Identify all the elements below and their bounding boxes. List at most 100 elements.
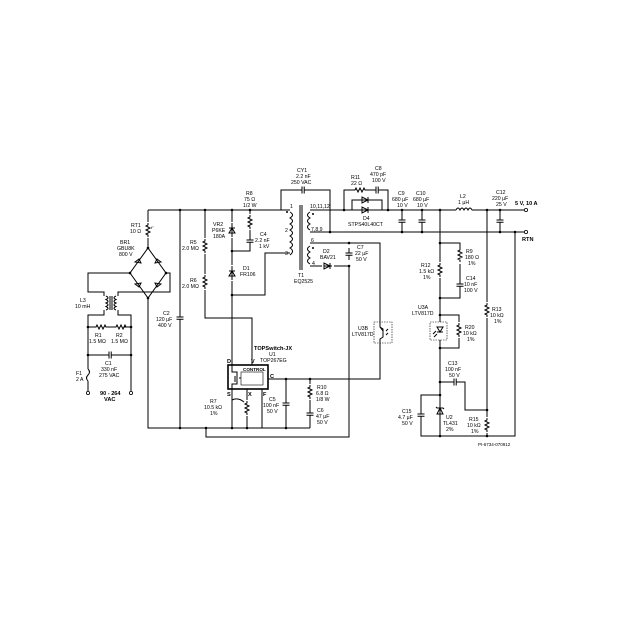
r8-rating: 1/2 W xyxy=(243,203,257,209)
vr2-ref: VR2 xyxy=(213,222,223,228)
l2-value: 1 µH xyxy=(458,200,469,206)
pin-s: S xyxy=(227,392,231,398)
l3-value: 10 mH xyxy=(75,304,91,310)
d4-symbol xyxy=(361,196,370,214)
d1-value: FR106 xyxy=(240,272,256,278)
c4-value: 2.2 nF xyxy=(255,238,270,244)
pin-v: V xyxy=(251,359,255,365)
f1-ref: F1 xyxy=(76,371,82,377)
u3a-symbol xyxy=(429,321,448,341)
r15-value: 10 kΩ xyxy=(467,423,481,429)
t1-symbol xyxy=(286,205,314,270)
ic-part: TOP267EG xyxy=(260,358,287,364)
t1-pin-rtn: 7,8,9 xyxy=(311,227,323,233)
d4-value: STPS40L40CT xyxy=(348,222,384,228)
c14-rating: 100 V xyxy=(464,288,478,294)
cy1-ref: CY1 xyxy=(297,168,307,174)
r1-value: 1.5 MΩ xyxy=(89,339,106,345)
ic-control-label: CONTROL xyxy=(243,367,266,372)
c1-ref: C1 xyxy=(105,361,112,367)
c8-value: 470 pF xyxy=(370,172,386,178)
cy1-rating: 250 VAC xyxy=(291,180,312,186)
u2-ref: U2 xyxy=(446,415,453,421)
c14-ref: C14 xyxy=(466,276,476,282)
c15-ref: C15 xyxy=(402,409,412,415)
t1-pin-out: 10,11,12 xyxy=(310,204,330,210)
c9-rating: 10 V xyxy=(397,203,408,209)
r1-ref: R1 xyxy=(95,333,102,339)
r6-ref: R6 xyxy=(190,278,197,284)
t1-value: EQ2525 xyxy=(294,279,313,285)
r13-ref: R13 xyxy=(492,307,502,313)
c4-ref: C4 xyxy=(260,232,267,238)
pin-c: C xyxy=(270,374,274,380)
r8-value: 75 Ω xyxy=(244,197,255,203)
drawing-id: PI-6734-070912 xyxy=(478,442,511,447)
r20-value: 10 kΩ xyxy=(463,331,477,337)
c9-ref: C9 xyxy=(398,191,405,197)
r10-rating: 1/8 W xyxy=(316,397,330,403)
r6-value: 2.0 MΩ xyxy=(182,284,199,290)
c1-rating: 275 VAC xyxy=(99,373,120,379)
r11-ref: R11 xyxy=(351,175,360,181)
c2-rating: 400 V xyxy=(158,323,172,329)
r10-value: 6.8 Ω xyxy=(316,391,329,397)
u2-symbol xyxy=(435,404,445,418)
c6-ref: C6 xyxy=(317,408,324,414)
r5-ref: R5 xyxy=(190,240,197,246)
input-range: 90 - 264 xyxy=(100,391,121,397)
u3a-value: LTV817D xyxy=(412,311,434,317)
ic-family: TOPSwitch-JX xyxy=(254,346,292,352)
r12-value: 1.5 kΩ xyxy=(419,269,434,275)
pin-d: D xyxy=(227,359,231,365)
pin-x: X xyxy=(248,392,252,398)
u2-tol: 2% xyxy=(446,427,454,433)
t1-ref: T1 xyxy=(298,273,304,279)
r20-ref: R20 xyxy=(465,325,475,331)
l3-symbol xyxy=(104,295,118,311)
c15-value: 4.7 µF xyxy=(398,415,413,421)
r15-tol: 1% xyxy=(471,429,479,435)
c6-rating: 50 V xyxy=(317,420,328,426)
t1-pin2: 2 xyxy=(285,228,288,234)
c5-ref: C5 xyxy=(269,397,276,403)
c13-rating: 50 V xyxy=(449,373,460,379)
c12-rating: 25 V xyxy=(496,202,507,208)
c10-value: 680 µF xyxy=(413,197,429,203)
c2-ref: C2 xyxy=(163,311,170,317)
c1-value: 330 nF xyxy=(101,367,117,373)
r5-value: 2.0 MΩ xyxy=(182,246,199,252)
c2-value: 120 µF xyxy=(156,317,172,323)
labels: RT1 10 Ω t° BR1 GBU8K 800 V L3 10 mH R1 … xyxy=(75,166,538,447)
t1-pin4: 4 xyxy=(312,261,315,267)
c14-value: 10 nF xyxy=(464,282,477,288)
d4-ref: D4 xyxy=(363,216,370,222)
f1-value: 2 A xyxy=(76,377,84,383)
c5-rating: 50 V xyxy=(267,409,278,415)
u3b-value: LTV817D xyxy=(352,332,374,338)
junction-dots xyxy=(86,208,517,438)
d2-value: BAV21 xyxy=(320,255,336,261)
c13-ref: C13 xyxy=(448,361,458,367)
r7-ref: R7 xyxy=(210,399,217,405)
c5-value: 100 nF xyxy=(263,403,279,409)
d2-symbol xyxy=(322,261,334,271)
output-return-label: RTN xyxy=(522,237,534,243)
output-main-label: 5 V, 10 A xyxy=(515,201,538,207)
c8-ref: C8 xyxy=(375,166,382,172)
br1-rating: 800 V xyxy=(119,252,133,258)
r12-ref: R12 xyxy=(421,263,431,269)
u2-value: TL431 xyxy=(443,421,458,427)
rt1-extra: t° xyxy=(151,225,154,230)
d2-ref: D2 xyxy=(323,249,330,255)
c4-rating: 1 kV xyxy=(259,244,270,250)
r10-ref: R10 xyxy=(317,385,327,391)
c8-rating: 100 V xyxy=(372,178,386,184)
f1-symbol xyxy=(86,368,90,382)
c6-value: 47 µF xyxy=(316,414,329,420)
r2-ref: R2 xyxy=(116,333,123,339)
r7-value: 10.5 kΩ xyxy=(204,405,222,411)
br1-value: GBU8K xyxy=(117,246,135,252)
